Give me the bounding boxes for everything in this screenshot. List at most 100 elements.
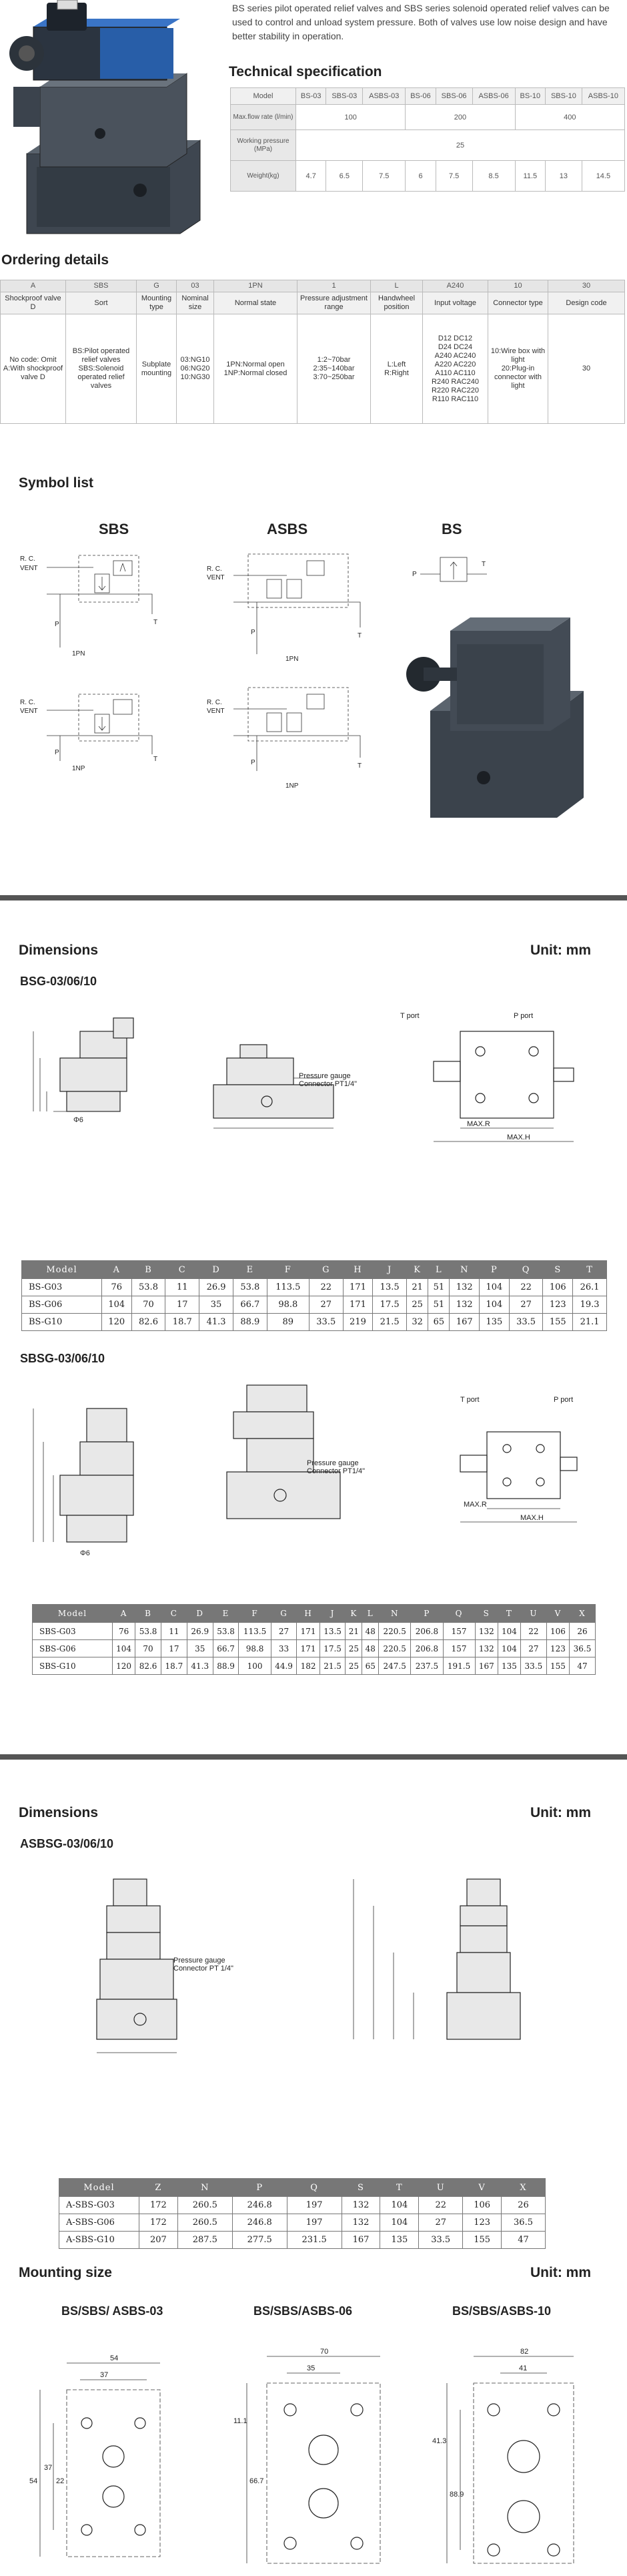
dim-cell: 53.8 [232, 1278, 267, 1296]
dim-cell: 48 [362, 1639, 380, 1657]
dim-cell: 70 [131, 1296, 166, 1314]
dim-cell: 120 [101, 1313, 132, 1331]
dim-cell: 22 [308, 1278, 344, 1296]
t-label: T [358, 762, 362, 770]
product-image-top [0, 0, 227, 240]
dim-cell: 25 [406, 1296, 429, 1314]
dim-cell: 106 [546, 1622, 570, 1640]
dim-cell: 104 [111, 1639, 136, 1657]
dim-header-cell: K [406, 1260, 429, 1279]
dim-header-cell: N [449, 1260, 480, 1279]
dim-cell: 197 [286, 2196, 342, 2214]
t-port-label: T port [400, 1012, 420, 1020]
symbol-label-bs: BS [442, 521, 462, 537]
bsg-side-drawing: Pressure gauge Connector PT1/4" [213, 1044, 357, 1129]
dim-header-cell: Q [286, 2178, 342, 2197]
order-code: 03 [176, 280, 214, 292]
order-header: Nominal size [176, 292, 214, 314]
dim-cell: 41.3 [186, 1657, 213, 1675]
dim-cell: 88.9 [232, 1313, 267, 1331]
dim-header-cell: X [501, 2178, 546, 2197]
order-header: Normal state [213, 292, 297, 314]
spec-row-label: Max.flow rate (l/min) [230, 104, 296, 130]
dim-header-cell: V [546, 1604, 570, 1623]
dim-cell: 33.5 [508, 1313, 544, 1331]
dim-cell: 53.8 [212, 1622, 239, 1640]
sbsg-subtitle: SBSG-03/06/10 [20, 1352, 105, 1365]
section-separator [0, 895, 627, 900]
dim-cell: 104 [479, 1296, 510, 1314]
spec-header-cell: BS-06 [405, 87, 436, 105]
dim-cell: 132 [474, 1639, 498, 1657]
dim-header-cell: G [308, 1260, 344, 1279]
dim-cell: 171 [342, 1278, 374, 1296]
rc-label: R. C. [207, 565, 222, 573]
dim-cell: 25 [345, 1657, 363, 1675]
dim-cell: 26.9 [199, 1278, 233, 1296]
dimensions-title: Dimensions [19, 943, 99, 958]
dim-header-cell: T [380, 2178, 420, 2197]
dim-cell: 22 [520, 1622, 547, 1640]
order-code: 30 [548, 280, 625, 292]
dim-cell: 27 [308, 1296, 344, 1314]
dim-cell: 171 [296, 1622, 320, 1640]
order-value: Subplate mounting [136, 314, 177, 424]
order-header: Mounting type [136, 292, 177, 314]
bs-symbol: P T [412, 557, 487, 582]
dim-header-cell: J [372, 1260, 408, 1279]
dim-header-cell: D [186, 1604, 213, 1623]
dim-cell: 120 [111, 1657, 136, 1675]
state-1np-label: 1NP [72, 765, 85, 772]
dim-header-cell: J [319, 1604, 346, 1623]
dim-cell: 36.5 [501, 2214, 546, 2232]
dim-cell: 82.6 [135, 1657, 161, 1675]
dim-header-cell: E [232, 1260, 267, 1279]
symbol-list-title: Symbol list [19, 475, 94, 491]
max-h-label: MAX.H [507, 1133, 530, 1141]
order-value: D12 DC12 D24 DC24 A240 AC240 A220 AC220 … [422, 314, 488, 424]
dim-cell: 51 [428, 1296, 450, 1314]
dim-cell: 123 [462, 2214, 502, 2232]
order-code: 1PN [213, 280, 297, 292]
dim-header-cell: S [542, 1260, 574, 1279]
ordering-table: A SBS G 03 1PN 1 L A240 10 30 Shockproof… [0, 280, 625, 424]
vent-label: VENT [207, 574, 225, 581]
dim-cell: 135 [479, 1313, 510, 1331]
spec-cell: 25 [295, 130, 625, 161]
model-cell: BS-G10 [21, 1313, 102, 1331]
state-1np-label: 1NP [285, 782, 299, 790]
dim-cell: 155 [542, 1313, 574, 1331]
t-label: T [358, 632, 362, 639]
dim-cell: 260.5 [177, 2214, 233, 2232]
spec-header-cell: SBS-03 [326, 87, 364, 105]
dim-cell: 171 [296, 1639, 320, 1657]
dim-cell: 76 [111, 1622, 136, 1640]
dim-cell: 246.8 [231, 2214, 287, 2232]
dim-cell: 104 [101, 1296, 132, 1314]
spec-header-cell: ASBS-06 [472, 87, 516, 105]
t-label: T [153, 756, 157, 763]
dim-header-cell: H [296, 1604, 320, 1623]
spec-cell: 8.5 [472, 160, 516, 192]
rc-label: R. C. [207, 699, 222, 706]
dim-cell: 237.5 [410, 1657, 444, 1675]
spec-header-cell: Model [230, 87, 296, 105]
model-cell: A-SBS-G10 [59, 2231, 139, 2249]
dim-header-cell: L [428, 1260, 450, 1279]
dim-cell: 132 [449, 1296, 480, 1314]
dim-header-cell: P [410, 1604, 444, 1623]
dim-cell: 157 [442, 1639, 476, 1657]
order-value: 10:Wire box with light 20:Plug-in connec… [488, 314, 548, 424]
spec-cell: 11.5 [514, 160, 546, 192]
dim-cell: 17 [165, 1296, 200, 1314]
dim-cell: 172 [139, 2196, 178, 2214]
dim-header-cell: Model [32, 1604, 113, 1623]
gauge-conn-label: Connector PT1/4" [307, 1467, 365, 1475]
dim10-h: 41.3 [432, 2437, 446, 2445]
dim-cell: 100 [238, 1657, 271, 1675]
intro-text: BS series pilot operated relief valves a… [232, 3, 610, 41]
dim-header-cell: Q [442, 1604, 476, 1623]
rc-label: R. C. [20, 699, 35, 706]
